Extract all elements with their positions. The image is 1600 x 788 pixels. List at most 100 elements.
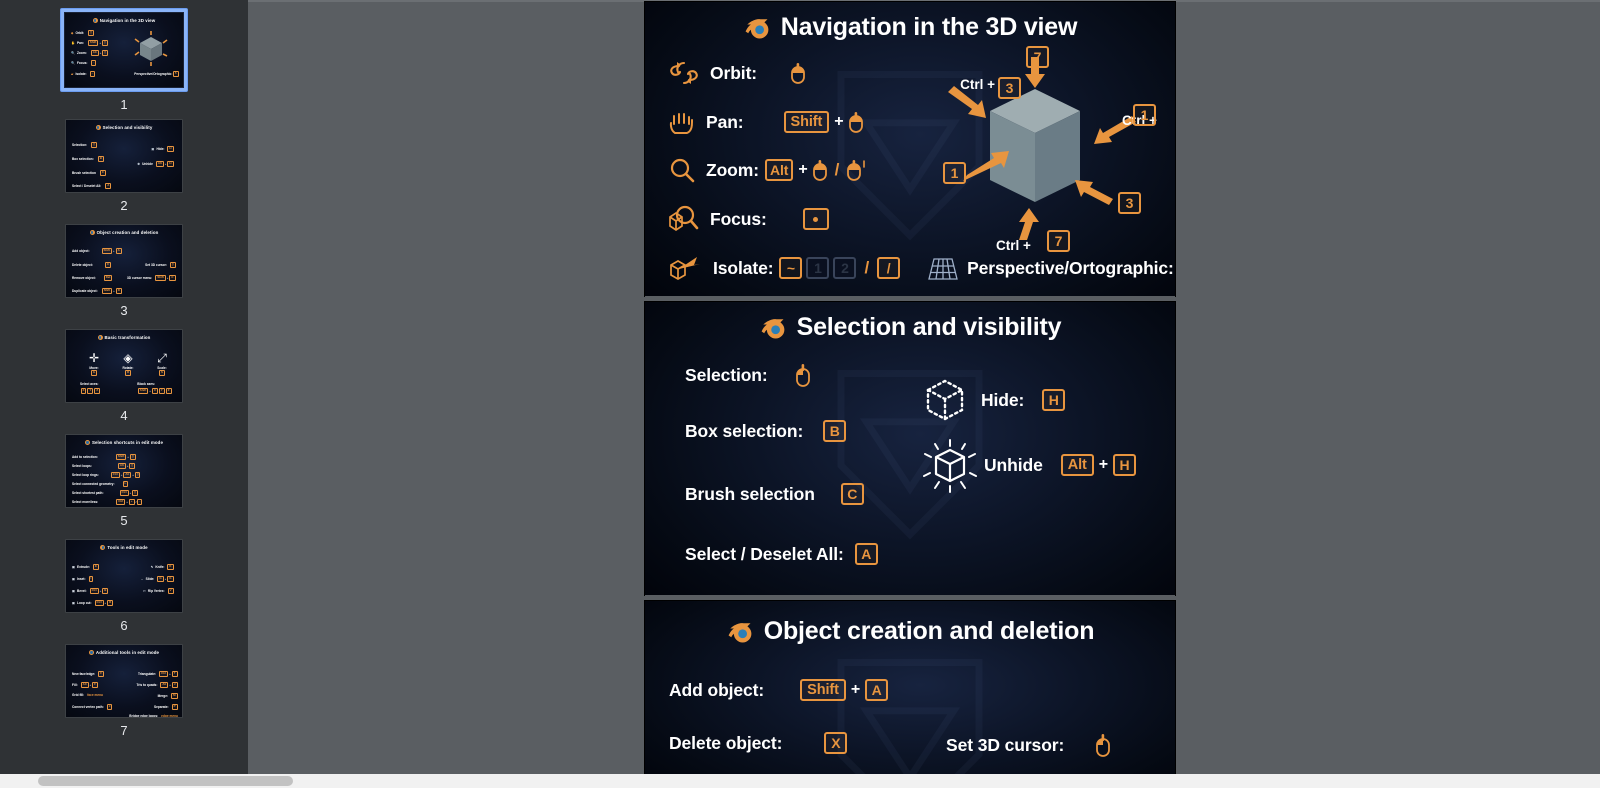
row-isolate: Isolate: ~ 1 2 / / Perspective/Ortograph… [667, 253, 1175, 283]
thumbnail-4-frame[interactable]: Basic transformation ✛ Move: G ◈ Rotate:… [65, 329, 183, 403]
thumbnail-item-3[interactable]: Object creation and deletion Add object:… [0, 224, 248, 318]
blender-logo-icon [728, 622, 752, 642]
thumbnail-item-5[interactable]: Selection shortcuts in edit mode Add to … [0, 434, 248, 528]
viewer-top-border [248, 0, 1600, 2]
callout-key-3-topleft: 3 [998, 77, 1021, 99]
row-box-selection: Box selection: B [685, 420, 848, 442]
row-add-object: Add object: Shift + A [669, 679, 890, 701]
row-orbit-label: Orbit: [710, 62, 758, 83]
blender-logo-icon [89, 230, 95, 236]
slide-separator-2 [645, 595, 1175, 601]
plus-sign: + [1098, 456, 1108, 473]
blender-logo-icon [97, 335, 103, 341]
mini-row: Perspective/Ortographic:5 [134, 71, 179, 77]
key-shift: Shift [800, 679, 846, 701]
row-add-object-label: Add object: [669, 679, 765, 700]
thumbnail-3-frame[interactable]: Object creation and deletion Add object:… [65, 224, 183, 298]
key-a: A [854, 543, 878, 565]
key-numpad-2: 2 [833, 257, 857, 279]
magnifier-icon [670, 158, 695, 183]
callout-key-7-top: 7 [1026, 46, 1049, 68]
slide-object-creation-and-deletion: Object creation and deletion Add object:… [645, 601, 1175, 774]
blender-logo-icon [745, 18, 769, 38]
horizontal-scrollbar[interactable] [0, 774, 1600, 788]
callout-key-1-left: 1 [943, 162, 966, 184]
row-brush-selection-label: Brush selection [685, 483, 815, 504]
row-focus-label: Focus: [710, 208, 767, 229]
thumbnail-item-6[interactable]: Tools in edit mode ▣Extrude:E ▣Inset:I ▣… [0, 539, 248, 633]
mini-slide-6: Tools in edit mode ▣Extrude:E ▣Inset:I ▣… [66, 540, 182, 612]
mini-title-text: Basic transformation [104, 335, 151, 340]
middle-mouse-icon [847, 110, 865, 134]
thumbnail-item-7[interactable]: Additional tools in edit mode New face/e… [0, 644, 248, 738]
key-shift: Shift [783, 111, 830, 133]
scroll-mouse-icon [845, 158, 871, 182]
blender-logo-icon [95, 125, 101, 131]
thumbnail-item-1[interactable]: Navigation in the 3D view ◈Orbit:▯ ✋Pan:… [0, 8, 248, 112]
row-pan-label: Pan: [706, 111, 744, 132]
key-numpad-1: 1 [806, 257, 830, 279]
row-brush-selection: Brush selection C [685, 483, 866, 505]
thumbnail-number: 7 [120, 723, 128, 738]
mini-slide-7: Additional tools in edit mode New face/e… [66, 645, 182, 717]
row-pan: Pan: Shift + [667, 108, 865, 136]
key-a: A [865, 679, 889, 701]
plus-sign: + [798, 161, 808, 178]
thumbnail-number: 5 [120, 513, 128, 528]
row-unhide-label: Unhide [984, 454, 1043, 475]
row-focus: Focus: [667, 205, 831, 233]
thumbnail-number: 1 [120, 97, 128, 112]
key-tilde: ~ [779, 257, 803, 279]
dashed-cube-icon [926, 379, 964, 421]
key-numpad-dot [802, 208, 829, 230]
thumbnail-number: 6 [120, 618, 128, 633]
thumbnail-item-4[interactable]: Basic transformation ✛ Move: G ◈ Rotate:… [0, 329, 248, 423]
slide-thumbnail-sidebar[interactable]: Navigation in the 3D view ◈Orbit:▯ ✋Pan:… [0, 0, 248, 774]
mini-title-text: Selection shortcuts in edit mode [91, 440, 164, 445]
slide-title: Navigation in the 3D view [645, 13, 1175, 42]
row-hide: Hide: H [920, 374, 1067, 426]
slide-title: Selection and visibility [645, 313, 1175, 342]
slide-title-text: Navigation in the 3D view [780, 13, 1078, 41]
thumbnail-number: 2 [120, 198, 128, 213]
row-zoom: Zoom: Alt + / [667, 157, 871, 183]
mini-title-text: Tools in edit mode [107, 545, 148, 550]
callout-key-3-bottomright: 3 [1118, 192, 1141, 214]
thumbnail-6-frame[interactable]: Tools in edit mode ▣Extrude:E ▣Inset:I ▣… [65, 539, 183, 613]
slide-separator-1 [645, 296, 1175, 302]
mini-row: ✋Pan:Shift+▯ [71, 40, 108, 46]
mini-title-row: Selection shortcuts in edit mode [66, 440, 182, 446]
row-orbit: Orbit: [667, 60, 807, 86]
row-set-3d-cursor-label: Set 3D cursor: [946, 734, 1065, 755]
row-select-deselect-all: Select / Deselet All: A [685, 543, 880, 565]
thumbnail-item-2[interactable]: Selection and visibility Selection:▯ Box… [0, 119, 248, 213]
thumbnail-2-frame[interactable]: Selection and visibility Selection:▯ Box… [65, 119, 183, 193]
svg-text:Ctrl +: Ctrl + [996, 238, 1031, 253]
blender-logo-icon [761, 318, 784, 338]
mini-slide-2: Selection and visibility Selection:▯ Box… [66, 120, 182, 192]
mini-title-text: Selection and visibility [102, 125, 153, 130]
key-alt: Alt [1060, 454, 1094, 476]
row-selection-label: Selection: [685, 364, 768, 385]
middle-mouse-icon [789, 61, 807, 85]
document-viewer[interactable]: Navigation in the 3D view Orbit: [248, 0, 1600, 774]
row-delete-object-label: Delete object: [669, 732, 783, 753]
left-mouse-icon [1094, 732, 1112, 758]
blender-logo-icon [92, 18, 98, 24]
isolate-icon [670, 257, 700, 280]
thumbnail-1-frame[interactable]: Navigation in the 3D view ◈Orbit:▯ ✋Pan:… [60, 8, 188, 92]
row-set-3d-cursor: Set 3D cursor: [946, 732, 1112, 758]
blender-logo-icon [84, 440, 90, 446]
mini-row: 🔍Zoom:Alt+▯ [71, 50, 108, 56]
grid-perspective-icon [928, 258, 958, 280]
plus-sign: + [834, 113, 844, 130]
row-box-selection-label: Box selection: [685, 420, 804, 441]
thumbnail-7-frame[interactable]: Additional tools in edit mode New face/e… [65, 644, 183, 718]
slide-title: Object creation and deletion [645, 617, 1175, 646]
focus-icon [669, 205, 699, 232]
row-delete-object: Delete object: X [669, 732, 849, 754]
scrollbar-thumb[interactable] [38, 776, 293, 786]
thumbnail-5-frame[interactable]: Selection shortcuts in edit mode Add to … [65, 434, 183, 508]
thumbnail-number: 4 [120, 408, 128, 423]
